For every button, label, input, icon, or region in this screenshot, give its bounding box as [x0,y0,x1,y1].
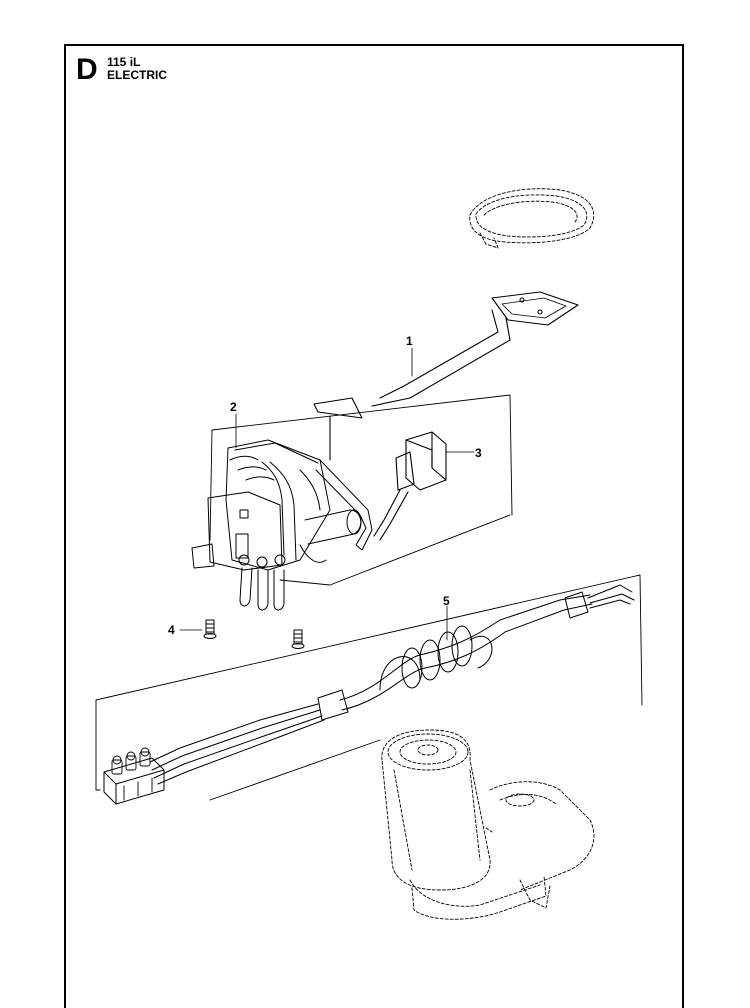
micro-switch [373,431,475,541]
drawing-frame [64,44,684,1008]
leader-lines [235,347,448,641]
switch-housing [191,439,373,611]
section-letter: D [76,53,98,86]
wiring-harness [103,584,635,805]
phantom-motor [381,729,595,920]
callout-1: 1 [406,334,413,348]
page-title: ELECTRIC [107,68,167,82]
screw-left [179,619,217,639]
ribbon-cable [313,291,579,461]
exploded-plane-lower [95,574,643,801]
screw-right [291,629,305,649]
exploded-plane-upper [209,394,513,586]
model-name: 115 iL [107,55,141,69]
callout-5: 5 [443,594,450,608]
callout-3: 3 [475,446,482,460]
callout-4: 4 [168,623,175,637]
phantom-housing-top [469,188,595,249]
callout-2: 2 [230,400,237,414]
